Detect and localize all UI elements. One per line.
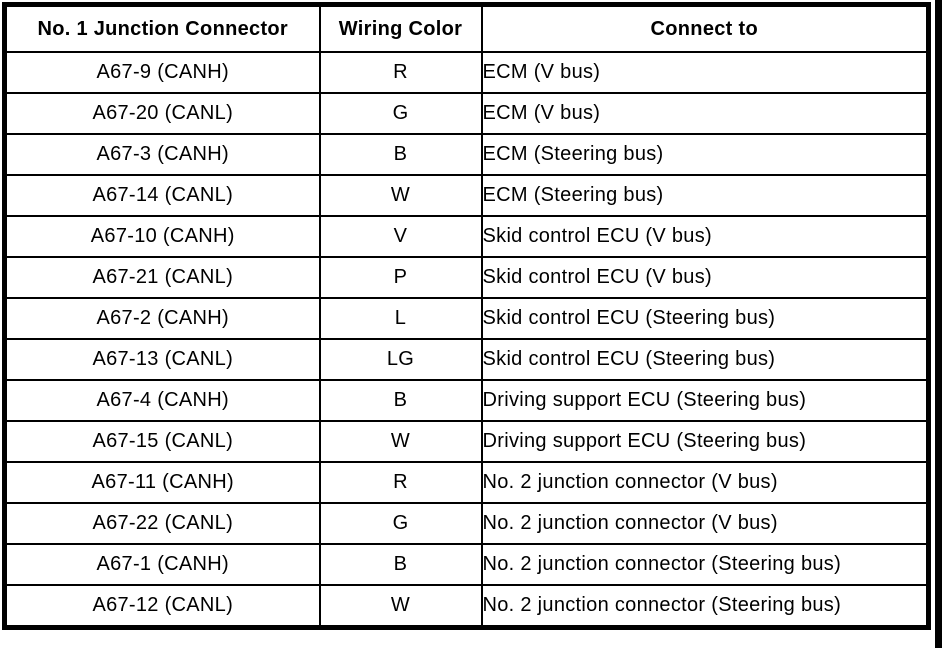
connector-cell: A67-13 (CANL) bbox=[3, 338, 321, 381]
connect-to-cell: Driving support ECU (Steering bus) bbox=[480, 420, 930, 463]
header-connect-to: Connect to bbox=[480, 3, 930, 53]
connector-cell: A67-3 (CANH) bbox=[3, 133, 321, 176]
table-row: A67-2 (CANH) L Skid control ECU (Steerin… bbox=[3, 297, 930, 340]
table-row: A67-14 (CANL) W ECM (Steering bus) bbox=[3, 174, 930, 217]
header-row: No. 1 Junction Connector Wiring Color Co… bbox=[3, 3, 930, 53]
connect-to-cell: Skid control ECU (Steering bus) bbox=[480, 297, 930, 340]
wiring-color-cell: R bbox=[318, 461, 483, 504]
wiring-color-cell: L bbox=[318, 297, 483, 340]
header-junction-connector: No. 1 Junction Connector bbox=[3, 3, 321, 53]
connect-to-cell: Skid control ECU (Steering bus) bbox=[480, 338, 930, 381]
connector-cell: A67-22 (CANL) bbox=[3, 502, 321, 545]
wiring-color-cell: G bbox=[318, 502, 483, 545]
wiring-color-cell: B bbox=[318, 379, 483, 422]
table-row: A67-21 (CANL) P Skid control ECU (V bus) bbox=[3, 256, 930, 299]
table-row: A67-13 (CANL) LG Skid control ECU (Steer… bbox=[3, 338, 930, 381]
wiring-color-cell: W bbox=[318, 420, 483, 463]
table-row: A67-3 (CANH) B ECM (Steering bus) bbox=[3, 133, 930, 176]
connect-to-cell: No. 2 junction connector (Steering bus) bbox=[480, 584, 930, 629]
wiring-table-body: A67-9 (CANH) R ECM (V bus) A67-20 (CANL)… bbox=[3, 51, 930, 629]
page-border-right bbox=[935, 0, 942, 648]
connector-cell: A67-21 (CANL) bbox=[3, 256, 321, 299]
wiring-color-cell: LG bbox=[318, 338, 483, 381]
connector-cell: A67-14 (CANL) bbox=[3, 174, 321, 217]
wiring-color-cell: W bbox=[318, 584, 483, 629]
connector-cell: A67-2 (CANH) bbox=[3, 297, 321, 340]
table-row: A67-12 (CANL) W No. 2 junction connector… bbox=[3, 584, 930, 629]
connector-cell: A67-20 (CANL) bbox=[3, 92, 321, 135]
wiring-color-cell: V bbox=[318, 215, 483, 258]
table-row: A67-20 (CANL) G ECM (V bus) bbox=[3, 92, 930, 135]
table-row: A67-1 (CANH) B No. 2 junction connector … bbox=[3, 543, 930, 586]
wiring-color-cell: G bbox=[318, 92, 483, 135]
wiring-table-header: No. 1 Junction Connector Wiring Color Co… bbox=[3, 3, 930, 53]
connect-to-cell: ECM (Steering bus) bbox=[480, 174, 930, 217]
wiring-color-cell: W bbox=[318, 174, 483, 217]
connector-cell: A67-4 (CANH) bbox=[3, 379, 321, 422]
connect-to-cell: Skid control ECU (V bus) bbox=[480, 215, 930, 258]
connector-cell: A67-9 (CANH) bbox=[3, 51, 321, 94]
table-row: A67-11 (CANH) R No. 2 junction connector… bbox=[3, 461, 930, 504]
table-row: A67-10 (CANH) V Skid control ECU (V bus) bbox=[3, 215, 930, 258]
table-row: A67-15 (CANL) W Driving support ECU (Ste… bbox=[3, 420, 930, 463]
connect-to-cell: ECM (V bus) bbox=[480, 51, 930, 94]
connect-to-cell: ECM (Steering bus) bbox=[480, 133, 930, 176]
connector-cell: A67-10 (CANH) bbox=[3, 215, 321, 258]
wiring-color-cell: R bbox=[318, 51, 483, 94]
wiring-color-cell: P bbox=[318, 256, 483, 299]
table-row: A67-9 (CANH) R ECM (V bus) bbox=[3, 51, 930, 94]
connect-to-cell: Skid control ECU (V bus) bbox=[480, 256, 930, 299]
connect-to-cell: No. 2 junction connector (V bus) bbox=[480, 461, 930, 504]
connector-cell: A67-12 (CANL) bbox=[3, 584, 321, 629]
wiring-color-cell: B bbox=[318, 543, 483, 586]
wiring-color-cell: B bbox=[318, 133, 483, 176]
connect-to-cell: Driving support ECU (Steering bus) bbox=[480, 379, 930, 422]
connect-to-cell: No. 2 junction connector (V bus) bbox=[480, 502, 930, 545]
table-row: A67-4 (CANH) B Driving support ECU (Stee… bbox=[3, 379, 930, 422]
wiring-table: No. 1 Junction Connector Wiring Color Co… bbox=[2, 2, 931, 630]
connector-cell: A67-15 (CANL) bbox=[3, 420, 321, 463]
header-wiring-color: Wiring Color bbox=[318, 3, 483, 53]
connector-cell: A67-11 (CANH) bbox=[3, 461, 321, 504]
connect-to-cell: No. 2 junction connector (Steering bus) bbox=[480, 543, 930, 586]
table-row: A67-22 (CANL) G No. 2 junction connector… bbox=[3, 502, 930, 545]
connector-cell: A67-1 (CANH) bbox=[3, 543, 321, 586]
connect-to-cell: ECM (V bus) bbox=[480, 92, 930, 135]
